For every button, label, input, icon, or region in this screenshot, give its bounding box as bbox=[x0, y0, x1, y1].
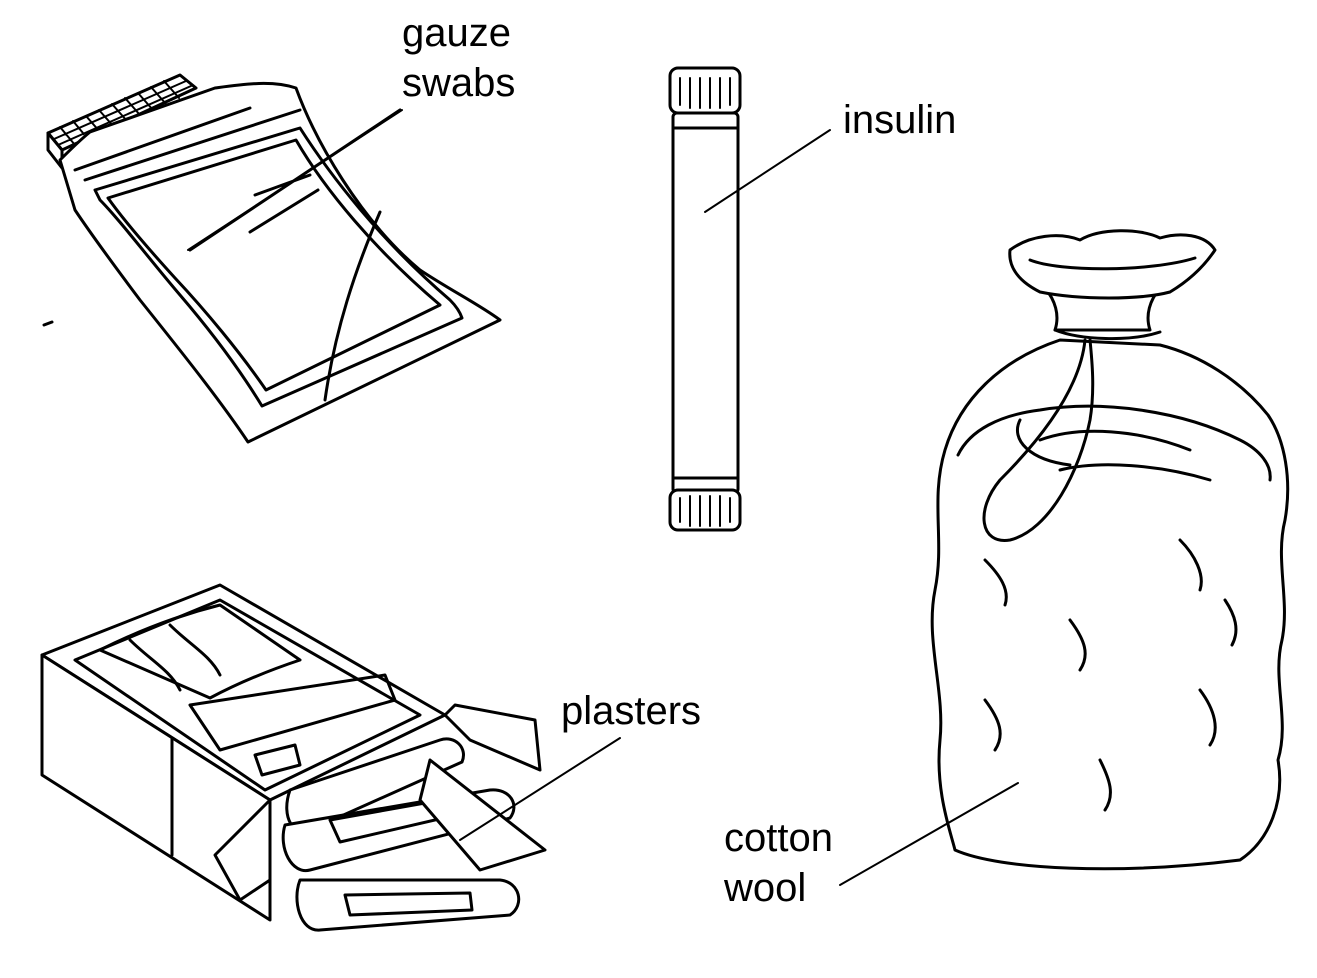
gauze-leader-line bbox=[187, 109, 403, 251]
insulin-bottom-cap bbox=[668, 488, 742, 532]
plaster-strip-3 bbox=[295, 878, 521, 932]
gauze-mesh bbox=[46, 73, 198, 170]
cotton-bag bbox=[930, 338, 1290, 871]
gauze-packet bbox=[58, 81, 502, 444]
plaster-strip-1 bbox=[285, 737, 465, 834]
insulin-leader-line bbox=[704, 129, 831, 213]
insulin-barrel bbox=[671, 111, 740, 495]
plasters-box-front bbox=[40, 653, 272, 922]
insulin-label: insulin bbox=[843, 98, 957, 142]
plasters-leader-line bbox=[459, 737, 621, 841]
cotton-bag-ruffle bbox=[1008, 229, 1217, 300]
gauze-swabs-label: gauze swabs bbox=[402, 8, 515, 108]
cotton-leader-line bbox=[839, 782, 1019, 886]
cotton-wool-label-line2: wool bbox=[724, 866, 807, 910]
leader-lines bbox=[187, 109, 1019, 886]
gauze-swabs-label-line1: gauze bbox=[402, 11, 511, 55]
drawstring bbox=[982, 328, 1162, 542]
gauze-swabs-drawing bbox=[42, 73, 502, 444]
cotton-wool-drawing bbox=[930, 229, 1290, 871]
cotton-wool-label-line1: cotton bbox=[724, 816, 833, 860]
plasters-box-flap bbox=[213, 798, 272, 902]
plasters-drawing bbox=[40, 583, 547, 932]
plasters-label: plasters bbox=[561, 689, 702, 733]
insulin-cartridge-drawing bbox=[668, 66, 742, 532]
gauze-swabs-label-line2: swabs bbox=[402, 61, 516, 105]
cotton-wool-label: cotton wool bbox=[724, 813, 833, 913]
